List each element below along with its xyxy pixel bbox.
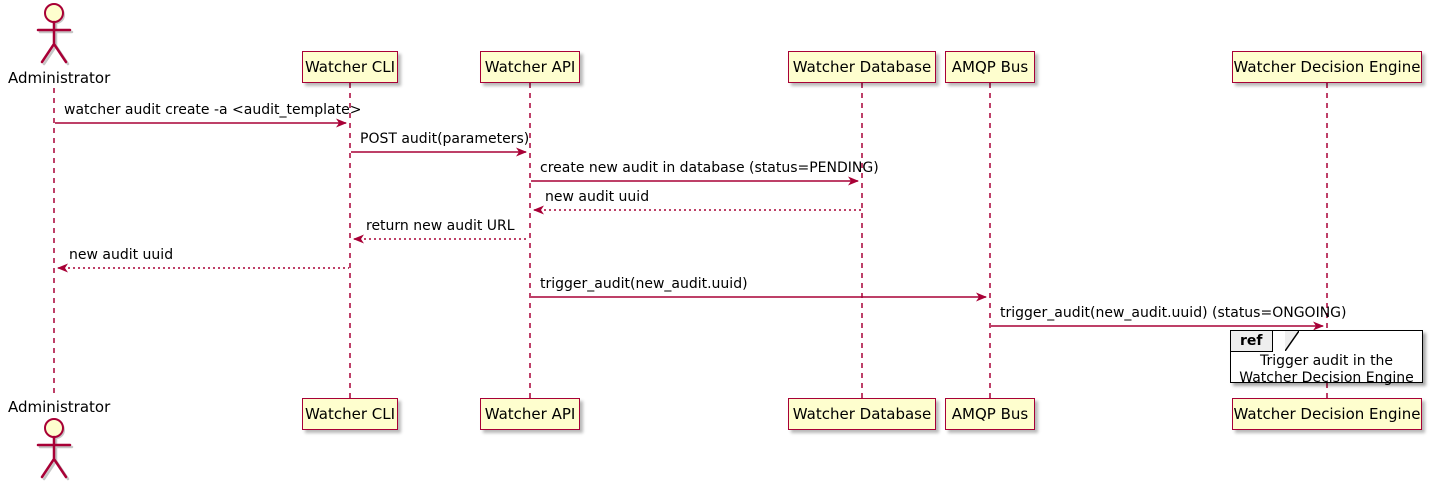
lifelines [53,83,1328,399]
participant-amqp-bus-top[interactable]: AMQP Bus [945,51,1035,83]
participant-watcher-cli-bottom[interactable]: Watcher CLI [302,398,398,430]
participant-watcher-cli-top[interactable]: Watcher CLI [302,51,398,83]
message-label-6: new audit uuid [69,247,174,263]
ref-fragment-tab: ref [1231,331,1273,352]
ref-fragment-fold-icon [1285,331,1299,351]
participant-amqp-bus-bottom[interactable]: AMQP Bus [945,398,1035,430]
actor-label-administrator-bottom: Administrator [8,398,111,416]
ref-fragment-trigger-audit: ref Trigger audit in the Watcher Decisio… [1230,330,1423,386]
participant-watcher-database-bottom[interactable]: Watcher Database [788,398,936,430]
message-label-1: watcher audit create -a <audit_template> [64,102,362,118]
message-label-8: trigger_audit(new_audit.uuid) (status=ON… [1000,305,1347,321]
message-label-4: new audit uuid [545,189,650,205]
actor-administrator-bottom-glyph [36,418,74,481]
ref-fragment-line-2: Watcher Decision Engine [1239,370,1414,386]
actor-administrator-top-glyph [36,3,74,66]
participant-watcher-api-top[interactable]: Watcher API [480,51,580,83]
participant-watcher-decision-engine-bottom[interactable]: Watcher Decision Engine [1232,398,1422,430]
message-label-2: POST audit(parameters) [360,131,530,147]
participant-watcher-api-bottom[interactable]: Watcher API [480,398,580,430]
participant-watcher-database-top[interactable]: Watcher Database [788,51,936,83]
actor-label-administrator-top: Administrator [8,69,111,87]
message-label-7: trigger_audit(new_audit.uuid) [540,276,748,292]
participant-watcher-decision-engine-top[interactable]: Watcher Decision Engine [1232,51,1422,83]
ref-fragment-line-1: Trigger audit in the [1259,353,1394,369]
ref-fragment-body: Trigger audit in the Watcher Decision En… [1231,353,1422,387]
message-label-5: return new audit URL [366,218,515,234]
message-label-3: create new audit in database (status=PEN… [540,160,879,176]
